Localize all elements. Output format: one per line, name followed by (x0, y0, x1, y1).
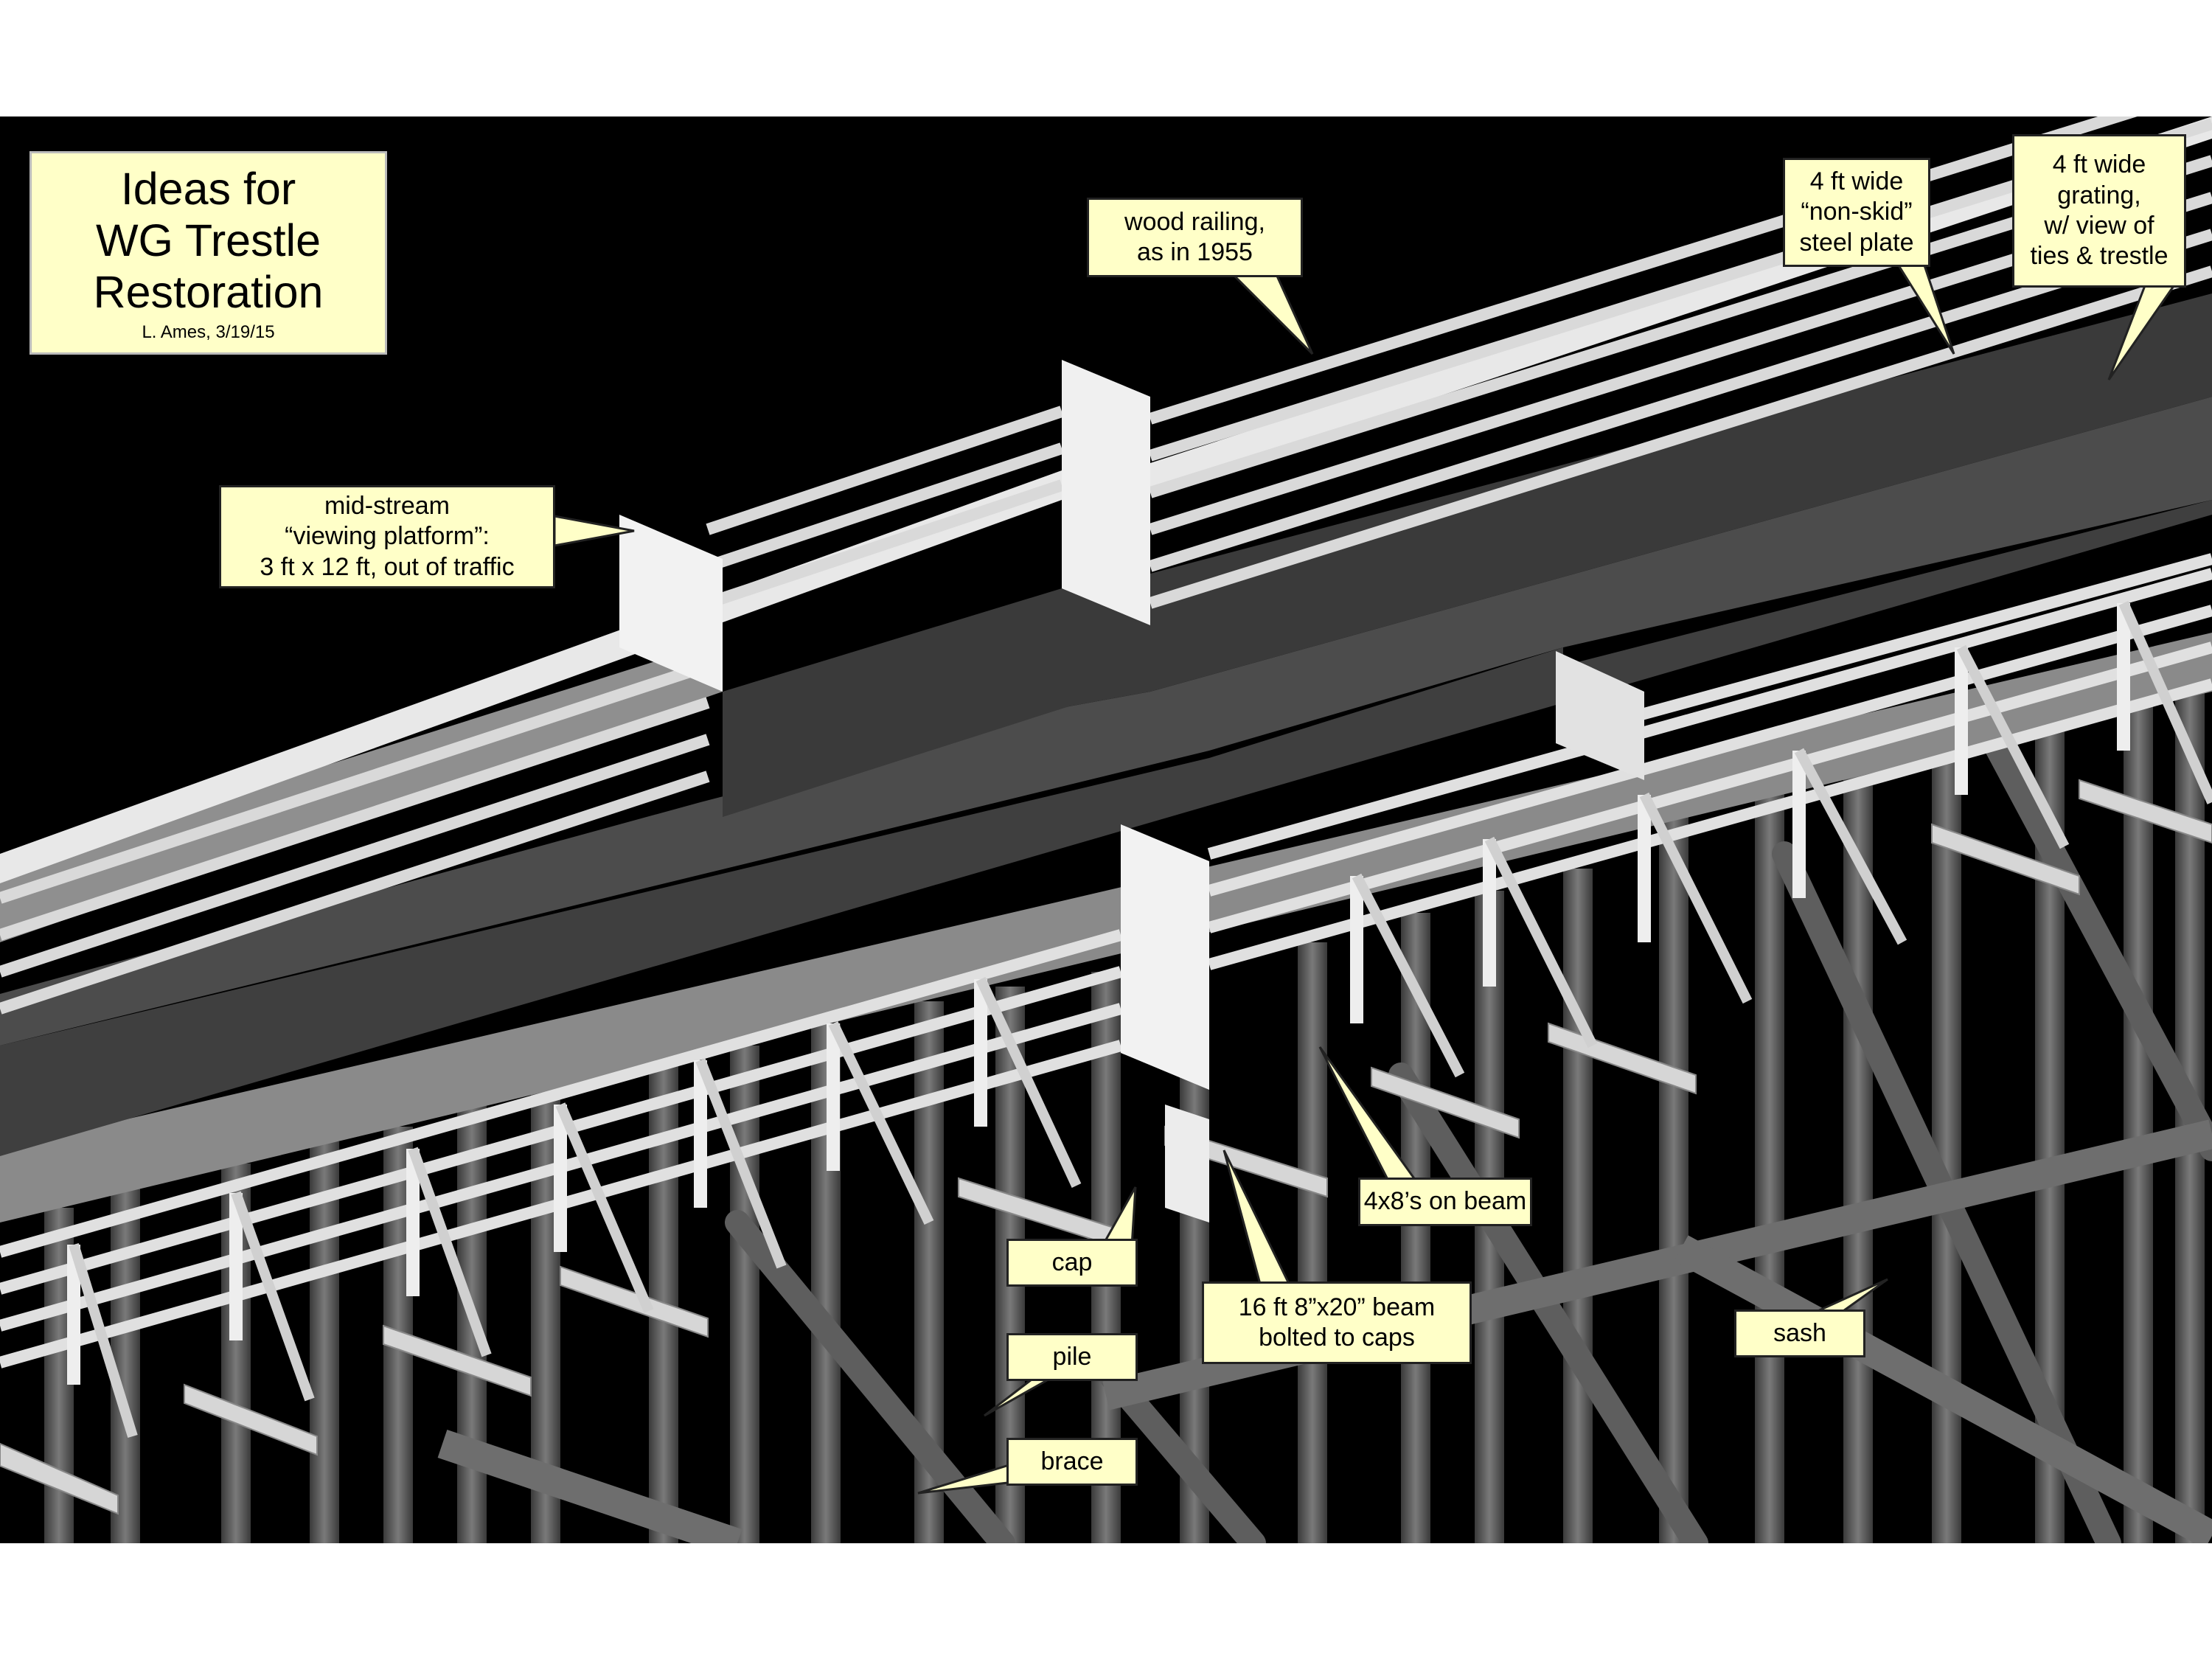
steel-plate-mid (0, 397, 2212, 1046)
deck-grating (0, 633, 2212, 1222)
label-wood-railing: wood railing, as in 1955 (1087, 198, 1303, 277)
label-beam: 16 ft 8”x20” beam bolted to caps (1202, 1281, 1472, 1364)
steel-plate-near (0, 500, 2212, 1156)
title-line-3: Restoration (93, 267, 324, 318)
steel-plate-far (723, 293, 2212, 817)
deck (0, 293, 2212, 1222)
title-line-2: WG Trestle (95, 215, 321, 266)
label-cap: cap (1006, 1239, 1138, 1287)
near-viewing-platform (1121, 824, 1209, 1090)
label-4x8s: 4x8’s on beam (1358, 1178, 1532, 1226)
far-viewing-platform (1062, 360, 1150, 625)
trestle-render (0, 116, 2212, 1543)
label-steel-plate: 4 ft wide “non-skid” steel plate (1783, 158, 1930, 267)
label-sash: sash (1734, 1310, 1865, 1357)
title-line-1: Ideas for (120, 164, 296, 215)
label-viewing-platform: mid-stream “viewing platform”: 3 ft x 12… (219, 485, 555, 588)
title-author: L. Ames, 3/19/15 (142, 321, 275, 342)
label-grating: 4 ft wide grating, w/ view of ties & tre… (2012, 134, 2186, 288)
title-box: Ideas for WG Trestle Restoration L. Ames… (29, 151, 387, 355)
near-railing (0, 553, 2212, 1439)
label-brace: brace (1006, 1438, 1138, 1486)
label-pile: pile (1006, 1333, 1138, 1381)
